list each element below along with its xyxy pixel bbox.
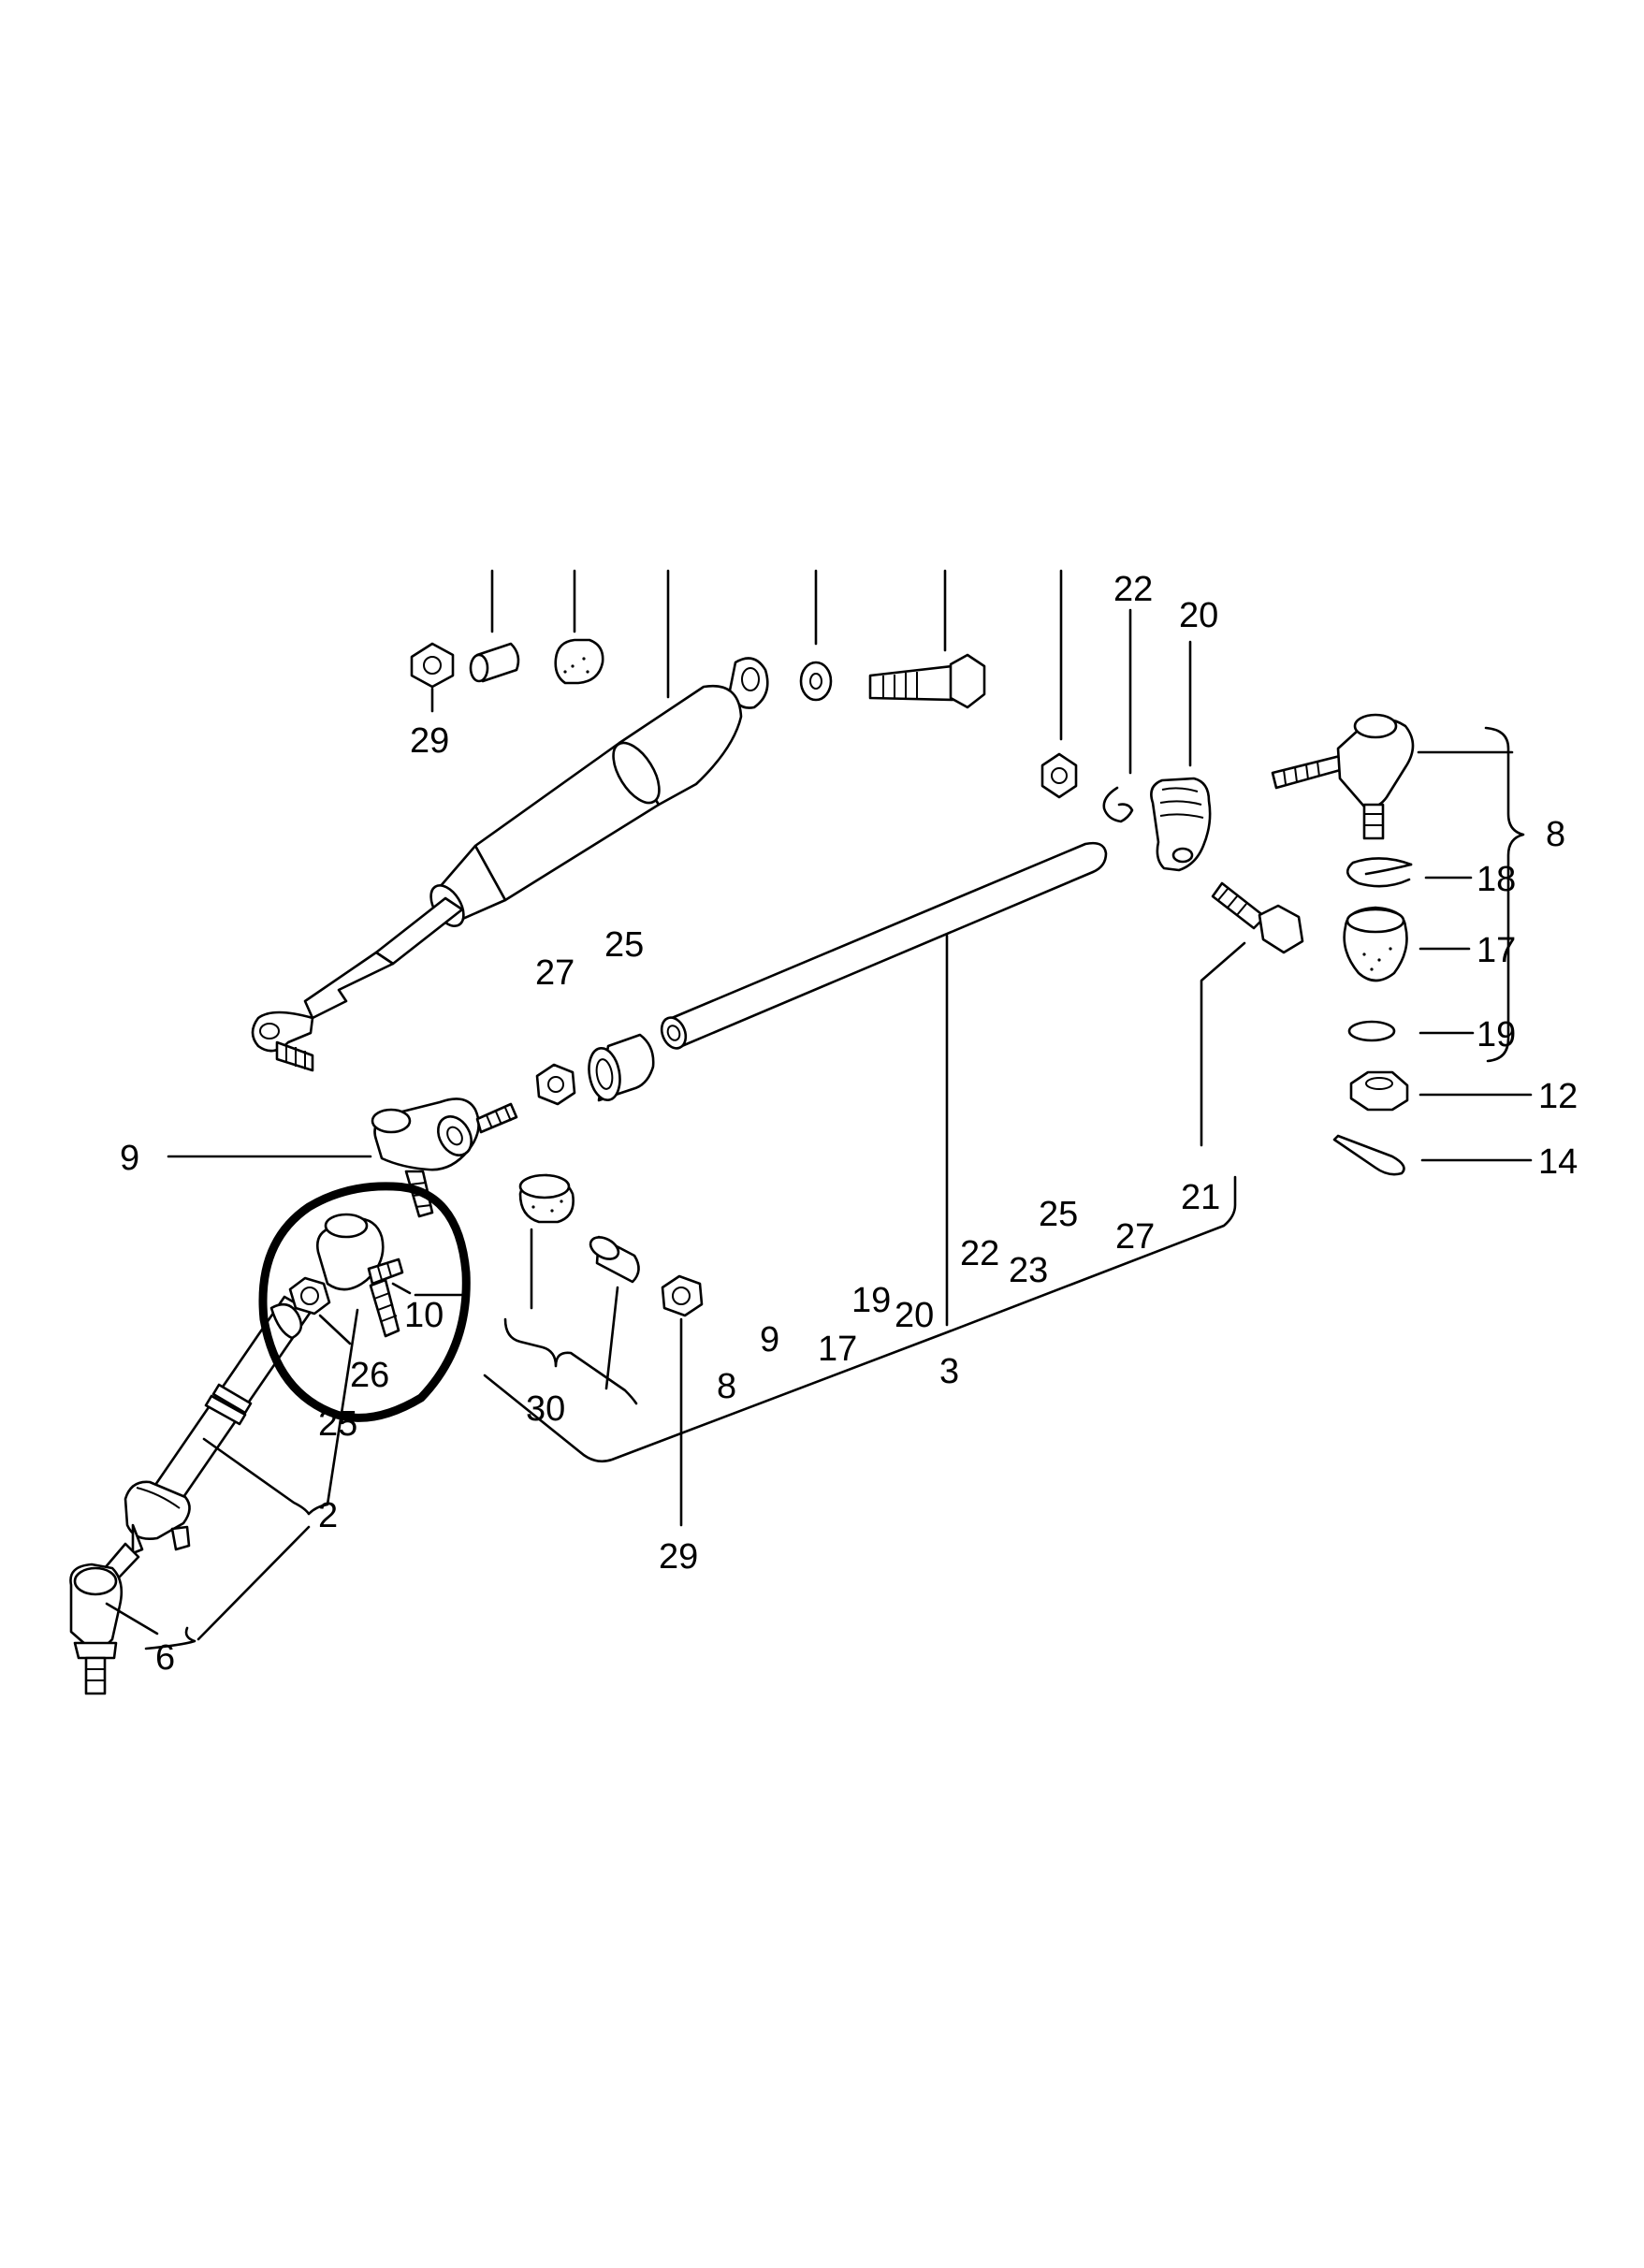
tie-rod-tube-3 bbox=[660, 841, 1108, 1050]
nut-center-top bbox=[1040, 752, 1078, 799]
clamp-20 bbox=[1150, 640, 1212, 872]
label-29-bottom: 29 bbox=[659, 1537, 698, 1577]
label-12: 12 bbox=[1538, 1077, 1578, 1116]
leader-lines-30 bbox=[530, 1228, 619, 1390]
nut-29-top bbox=[410, 642, 455, 713]
label-27-list: 27 bbox=[1115, 1217, 1155, 1257]
label-19-right: 19 bbox=[1477, 1015, 1516, 1054]
label-20-list: 20 bbox=[895, 1296, 934, 1335]
bracket-2-long bbox=[196, 1525, 311, 1641]
bolt-top bbox=[868, 653, 986, 709]
tie-rod-end-9 bbox=[371, 1098, 518, 1218]
bushing-sleeve-top bbox=[469, 642, 520, 683]
label-20-top: 20 bbox=[1179, 596, 1218, 635]
rubber-bush-top bbox=[554, 638, 604, 685]
bracket-30 bbox=[503, 1317, 638, 1405]
label-10: 10 bbox=[404, 1296, 444, 1335]
tie-rod-end-6 bbox=[69, 1542, 140, 1695]
label-22-list: 22 bbox=[960, 1234, 999, 1273]
boot-17 bbox=[1343, 906, 1471, 982]
label-25-top: 25 bbox=[604, 925, 644, 965]
cotter-pin-14 bbox=[1332, 1134, 1533, 1176]
detail-parts-10-26 bbox=[288, 1213, 412, 1345]
top-leader-lines bbox=[490, 569, 1063, 741]
label-2: 2 bbox=[318, 1496, 338, 1535]
ring-19 bbox=[1347, 1020, 1475, 1042]
tie-rod-tube-2 bbox=[152, 1295, 313, 1505]
nut-29-bottom bbox=[661, 1274, 704, 1527]
label-17-list: 17 bbox=[818, 1330, 857, 1369]
label-27-top: 27 bbox=[535, 953, 575, 993]
label-26: 26 bbox=[350, 1356, 389, 1395]
nut-12 bbox=[1349, 1070, 1533, 1112]
label-17-right: 17 bbox=[1477, 931, 1516, 970]
nut-27 bbox=[535, 1063, 576, 1106]
label-25-left: 25 bbox=[318, 1404, 357, 1444]
label-9-list: 9 bbox=[760, 1320, 779, 1359]
label-3: 3 bbox=[939, 1352, 959, 1391]
lock-washer-top bbox=[799, 661, 833, 702]
label-25-list: 25 bbox=[1039, 1195, 1078, 1234]
callout-labels: 29 22 20 8 18 17 19 12 14 27 25 21 9 10 … bbox=[120, 570, 1578, 1678]
label-8-list: 8 bbox=[717, 1367, 736, 1406]
label-30: 30 bbox=[526, 1389, 565, 1429]
circlip-18 bbox=[1346, 857, 1473, 888]
bracket-8-right bbox=[1484, 726, 1525, 1063]
clamp-lower-left bbox=[124, 1480, 191, 1555]
label-23: 23 bbox=[1009, 1251, 1048, 1290]
rubber-bush-bottom bbox=[518, 1173, 575, 1224]
label-18: 18 bbox=[1477, 860, 1516, 899]
label-29-top: 29 bbox=[410, 721, 449, 761]
label-8-right: 8 bbox=[1546, 815, 1565, 854]
label-14: 14 bbox=[1538, 1142, 1578, 1182]
highlight-circle bbox=[258, 1182, 471, 1422]
steering-damper bbox=[251, 657, 769, 1072]
bushing-sleeve-bottom bbox=[589, 1235, 640, 1284]
brackets-2 bbox=[144, 1308, 359, 1650]
label-9-left: 9 bbox=[120, 1139, 139, 1178]
leader-21 bbox=[1200, 941, 1246, 1147]
label-22-top: 22 bbox=[1113, 570, 1153, 609]
label-21: 21 bbox=[1181, 1178, 1220, 1217]
leader-6 bbox=[105, 1602, 159, 1636]
bolt-21 bbox=[1211, 881, 1304, 954]
tie-rod-end-right bbox=[1271, 713, 1514, 840]
bracket-3 bbox=[483, 1175, 1237, 1463]
snap-ring-22 bbox=[1102, 608, 1134, 823]
label-6: 6 bbox=[155, 1638, 175, 1678]
label-19-list: 19 bbox=[851, 1281, 891, 1320]
sleeve-25 bbox=[588, 1033, 655, 1102]
